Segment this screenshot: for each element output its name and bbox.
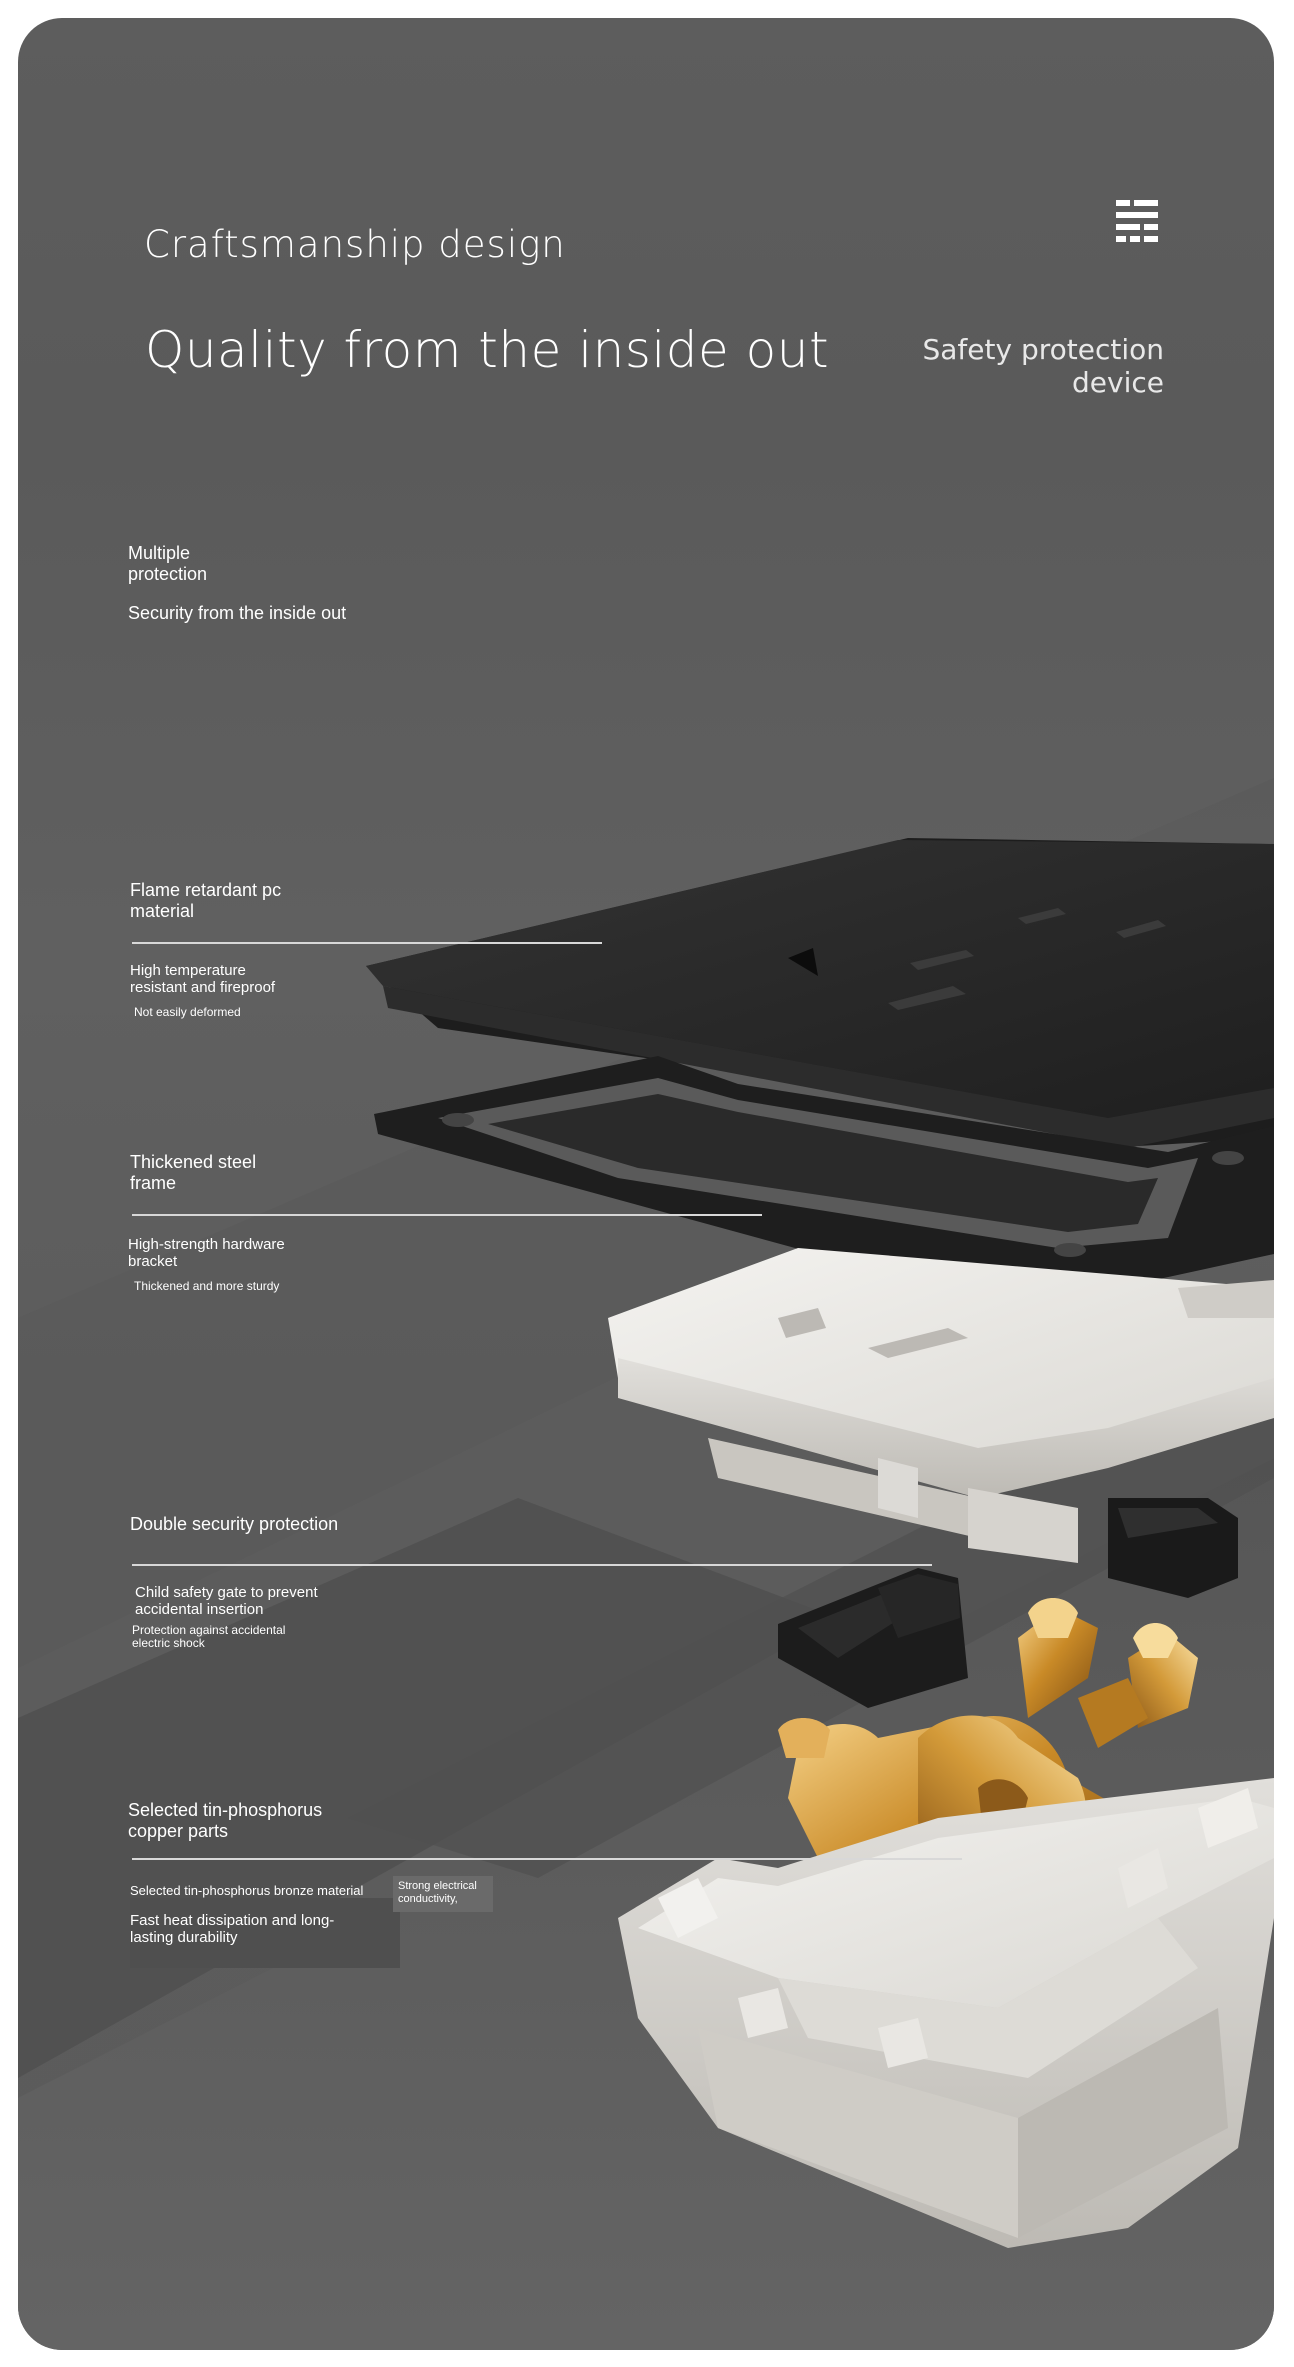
- headline: Quality from the inside out: [145, 321, 830, 379]
- label-backdrop: [130, 1898, 400, 1968]
- feature-detail: Selected tin-phosphorus bronze material: [130, 1883, 364, 1898]
- feature-note: Protection against accidental electric s…: [132, 1623, 286, 1650]
- intro-title: Multiple protection: [128, 543, 208, 584]
- side-note: Safety protection device: [922, 333, 1165, 399]
- feature-detail: Child safety gate to prevent accidental …: [135, 1584, 318, 1618]
- socket-exploded-illustration: [18, 778, 1274, 2350]
- feature-rule: [132, 942, 602, 944]
- feature-note: Not easily deformed: [134, 1005, 241, 1019]
- feature-note: Fast heat dissipation and long- lasting …: [130, 1912, 335, 1946]
- feature-title: Thickened steel frame: [130, 1152, 257, 1193]
- feature-rule: [132, 1858, 962, 1860]
- feature-title: Flame retardant pc material: [130, 880, 282, 921]
- feature-title: Selected tin-phosphorus copper parts: [128, 1800, 323, 1841]
- feature-note: Thickened and more sturdy: [134, 1279, 280, 1293]
- feature-rule: [132, 1214, 762, 1216]
- feature-tag: Strong electrical conductivity,: [398, 1880, 477, 1905]
- feature-rule: [132, 1564, 932, 1566]
- section-title: Craftsmanship design: [144, 223, 566, 266]
- menu-list-icon[interactable]: [1116, 200, 1158, 242]
- tag-box: [393, 1876, 493, 1912]
- feature-detail: High-strength hardware bracket: [128, 1236, 285, 1270]
- product-card: Craftsmanship design Quality from the in…: [18, 18, 1274, 2350]
- feature-title: Double security protection: [130, 1514, 339, 1534]
- intro-subtitle: Security from the inside out: [128, 603, 347, 623]
- feature-detail: High temperature resistant and fireproof: [130, 962, 276, 996]
